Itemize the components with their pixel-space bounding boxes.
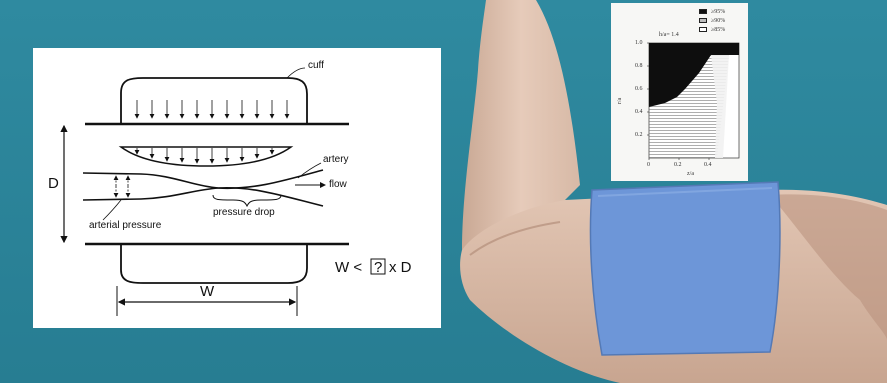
artery-upper-wall xyxy=(83,170,323,188)
x-tick-label-3: 0.4 xyxy=(704,162,712,168)
formula-unknown-label: ? xyxy=(374,260,382,275)
arterial-pressure-arrows xyxy=(116,176,128,197)
formula-right-label: x D xyxy=(389,260,412,275)
y-tick-label-1: 1.0 xyxy=(635,40,643,46)
bottom-cuff-bladder xyxy=(121,245,307,283)
cuff-label: cuff xyxy=(308,61,324,71)
legend-label-95: ≥95% xyxy=(711,9,725,15)
cuff-leader xyxy=(287,68,305,78)
legend-label-90: ≥90% xyxy=(711,18,725,24)
tissue-pressure-profile xyxy=(121,147,291,166)
y-tick-label-4: 0.4 xyxy=(635,109,643,115)
artery-lower-wall xyxy=(83,188,323,206)
legend-swatch-85 xyxy=(699,27,707,32)
artery-leader xyxy=(298,163,321,178)
contour-plot-drawing xyxy=(611,3,748,181)
tissue-pressure-arrows xyxy=(137,148,272,163)
y-tick-label-2: 0.8 xyxy=(635,63,643,69)
x-axis-label: z/a xyxy=(687,171,694,177)
formula-left-label: W < xyxy=(335,260,362,275)
y-tick-label-3: 0.6 xyxy=(635,86,643,92)
schematic-drawing xyxy=(33,48,441,328)
top-cuff-bladder xyxy=(121,78,307,123)
dimension-w-label: W xyxy=(200,284,214,299)
legend-swatch-90 xyxy=(699,18,707,23)
pressure-drop-label: pressure drop xyxy=(213,208,275,218)
legend-label-85: ≥85% xyxy=(711,27,725,33)
dimension-d-label: D xyxy=(48,176,59,191)
cuff-band xyxy=(590,182,779,355)
contour-plot-inset: ≥95% ≥90% ≥85% h/a= 1.4 1.0 0.8 0.6 0.4 … xyxy=(611,3,748,181)
legend-swatch-95 xyxy=(699,9,707,14)
plot-annotation: h/a= 1.4 xyxy=(659,32,679,38)
cuff-schematic-diagram: cuff artery flow arterial pressure press… xyxy=(33,48,441,328)
cuff-pressure-arrows xyxy=(137,100,287,118)
arterial-pressure-label: arterial pressure xyxy=(89,221,161,231)
arterial-pressure-leader xyxy=(103,200,121,220)
x-tick-label-2: 0.2 xyxy=(674,162,682,168)
flow-label: flow xyxy=(329,180,347,190)
x-tick-label-1: 0 xyxy=(647,162,650,168)
pressure-drop-brace xyxy=(213,195,281,206)
y-tick-label-5: 0.2 xyxy=(635,132,643,138)
artery-label: artery xyxy=(323,155,349,165)
y-axis-label: r/a xyxy=(617,98,623,104)
